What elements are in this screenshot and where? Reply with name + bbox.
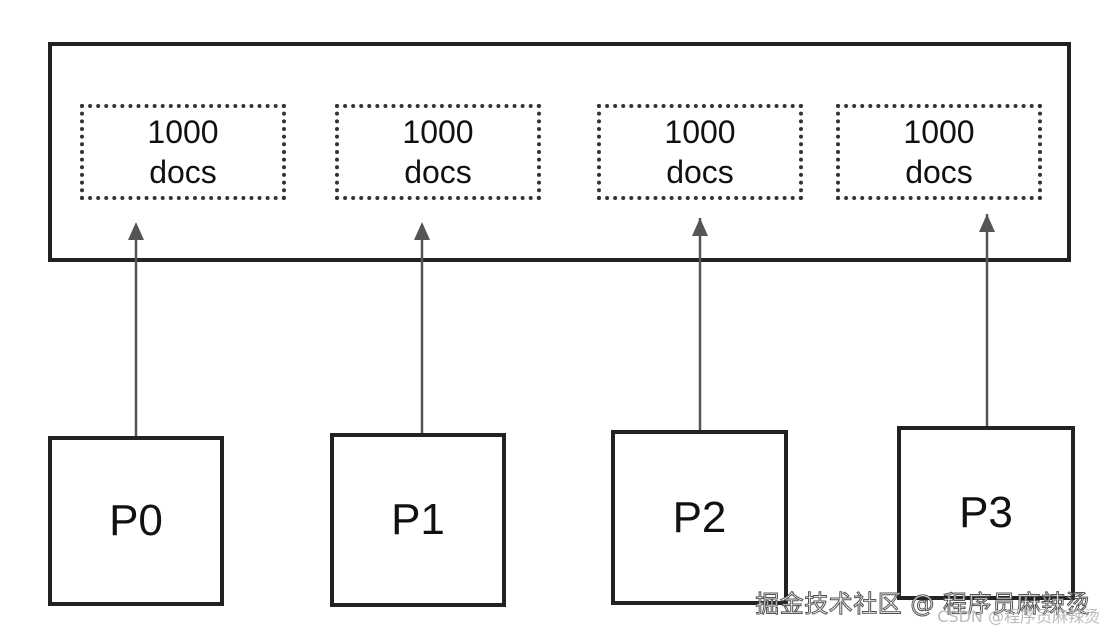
arrow-p3 bbox=[979, 214, 995, 426]
doc-batch-3: 1000 docs bbox=[836, 104, 1042, 200]
watermark-main: 掘金技术社区 @ 程序员麻辣烫 bbox=[755, 590, 1090, 619]
partition-label: P0 bbox=[109, 496, 163, 545]
index-container bbox=[48, 42, 1071, 262]
partition-p1: P1 bbox=[330, 433, 506, 607]
doc-label: docs bbox=[905, 154, 973, 190]
doc-batch-2: 1000 docs bbox=[597, 104, 803, 200]
doc-count: 1000 bbox=[147, 114, 219, 150]
partition-p3: P3 bbox=[897, 426, 1075, 600]
partition-label: P1 bbox=[391, 495, 445, 544]
partition-label: P2 bbox=[672, 492, 727, 542]
partition-label: P3 bbox=[959, 488, 1013, 537]
doc-count: 1000 bbox=[664, 114, 736, 150]
doc-count: 1000 bbox=[903, 114, 975, 150]
arrow-p0 bbox=[128, 222, 144, 436]
doc-count: 1000 bbox=[402, 114, 474, 150]
doc-batch-1: 1000 docs bbox=[335, 104, 541, 200]
arrow-p1 bbox=[414, 222, 430, 433]
watermark-sub: CSDN @程序员麻辣烫 bbox=[937, 607, 1100, 626]
partition-p0: P0 bbox=[48, 436, 224, 606]
arrow-p2 bbox=[692, 218, 708, 430]
doc-label: docs bbox=[149, 154, 217, 190]
doc-label: docs bbox=[666, 154, 734, 190]
partition-p2: P2 bbox=[611, 430, 788, 605]
doc-batch-0: 1000 docs bbox=[80, 104, 286, 200]
doc-label: docs bbox=[404, 154, 472, 190]
